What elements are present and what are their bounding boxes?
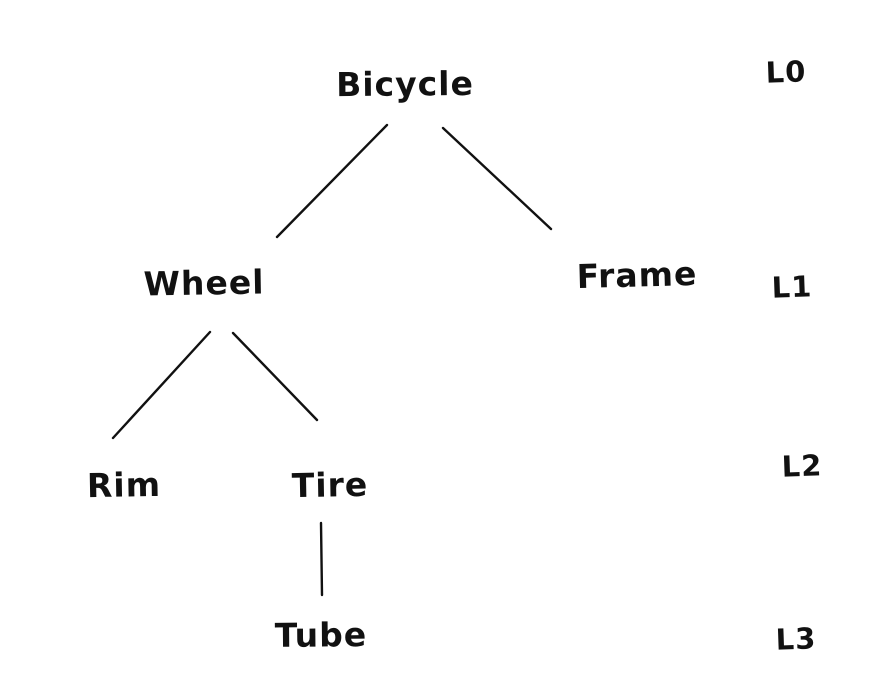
node-wheel: Wheel [143, 262, 265, 304]
level-label-l1: L1 [771, 269, 813, 305]
edge-bicycle-wheel [275, 123, 389, 239]
level-label-l2: L2 [781, 448, 823, 484]
level-label-l0: L0 [765, 54, 807, 90]
node-tube: Tube [274, 615, 368, 655]
node-tire: Tire [291, 464, 369, 506]
edge-tire-tube [319, 521, 324, 597]
edge-wheel-tire [231, 331, 319, 422]
edge-bicycle-frame [441, 126, 553, 231]
node-frame: Frame [576, 253, 698, 297]
node-rim: Rim [86, 464, 162, 506]
node-bicycle: Bicycle [335, 63, 475, 105]
level-label-l3: L3 [775, 621, 817, 657]
edge-wheel-rim [111, 330, 212, 440]
